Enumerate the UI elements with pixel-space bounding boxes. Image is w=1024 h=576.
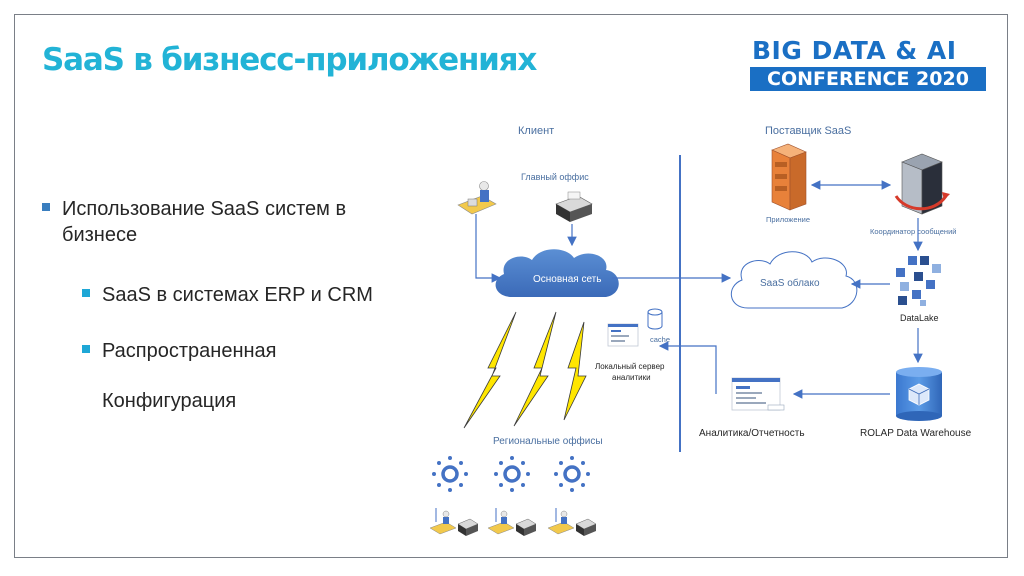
regional-workstation-icon-3 — [547, 508, 597, 536]
workstation-to-network-arrow — [475, 214, 502, 283]
regional-workstation-icon-1 — [429, 508, 479, 536]
saas-cloud-label: SaaS облако — [760, 277, 820, 289]
regional-hub-icon-3 — [554, 456, 590, 492]
main-network-cloud: Основная сеть — [495, 249, 619, 297]
lightning-bolt-2 — [513, 311, 557, 427]
rolap-warehouse-icon — [896, 367, 942, 421]
main-network-label: Основная сеть — [533, 274, 601, 285]
analytics-report-icon — [731, 377, 785, 411]
rolap-label: ROLAP Data Warehouse — [860, 428, 972, 439]
bullet-text: Распространенная — [102, 340, 277, 362]
local-server-label-1: Локальный сервер — [595, 362, 665, 371]
message-coordinator-icon — [894, 153, 950, 215]
application-server-icon — [771, 143, 807, 211]
lightning-bolt-3 — [563, 321, 587, 421]
bullet-text: Использование SaaS систем в бизнесе — [62, 198, 347, 246]
application-label: Приложение — [766, 215, 810, 224]
user-workstation-icon — [457, 181, 497, 215]
logo-line-1: BIG DATA & AI — [752, 36, 957, 65]
bullet-marker — [42, 203, 50, 211]
local-analytics-server-icon — [607, 323, 639, 347]
bullet-marker — [82, 289, 90, 297]
bullet-marker — [82, 345, 90, 353]
saas-cloud: SaaS облако — [731, 251, 858, 309]
conference-logo: BIG DATA & AI CONFERENCE 2020 — [748, 36, 988, 94]
regional-hub-icon-2 — [494, 456, 530, 492]
cache-database-icon — [647, 308, 663, 330]
main-office-label: Главный оффис — [521, 172, 589, 182]
slide-frame — [14, 14, 1008, 558]
local-server-label-2: аналитики — [612, 373, 651, 382]
logo-line-2: CONFERENCE 2020 — [750, 67, 986, 91]
client-header: Клиент — [518, 125, 554, 137]
bullet-text: SaaS в системах ERP и CRM — [102, 284, 373, 306]
provider-header: Поставщик SaaS — [765, 125, 851, 137]
printer-icon — [555, 191, 593, 222]
bullet-text-continued: Конфигурация — [102, 390, 237, 412]
analytics-label: Аналитика/Отчетность — [699, 428, 805, 439]
regional-workstation-icon-2 — [487, 508, 537, 536]
lightning-bolt-1 — [463, 311, 517, 429]
datalake-icon — [896, 256, 941, 306]
datalake-label: DataLake — [900, 313, 939, 323]
analytics-to-local-server-arrow — [658, 341, 717, 394]
cache-label: cache — [650, 335, 670, 344]
message-coordinator-label: Координатор сообщений — [870, 227, 956, 236]
slide-title: SaaS в бизнесс-приложениях — [42, 42, 537, 78]
regional-hub-icon-1 — [432, 456, 468, 492]
regional-offices-label: Региональные оффисы — [493, 435, 603, 447]
